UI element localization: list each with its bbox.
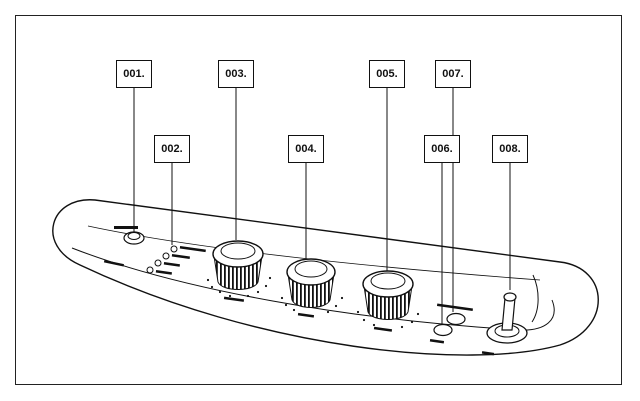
callout-005: 005.: [369, 60, 405, 88]
callout-007: 007.: [435, 60, 471, 88]
standby-button: [103, 226, 145, 267]
bass-knob: [280, 258, 344, 318]
callout-001: 001.: [116, 60, 152, 88]
input-led-cluster: [146, 245, 206, 275]
treble-knob: [356, 270, 420, 332]
leader-lines: [133, 88, 511, 325]
callout-008: 008.: [492, 135, 528, 163]
panel-side-edge: [531, 274, 539, 323]
power-toggle: [481, 292, 528, 356]
callout-004: 004.: [288, 135, 324, 163]
small-buttons: [429, 303, 473, 344]
callout-002: 002.: [154, 135, 190, 163]
callout-006: 006.: [424, 135, 460, 163]
callout-003: 003.: [218, 60, 254, 88]
volume-knob: [206, 240, 272, 302]
